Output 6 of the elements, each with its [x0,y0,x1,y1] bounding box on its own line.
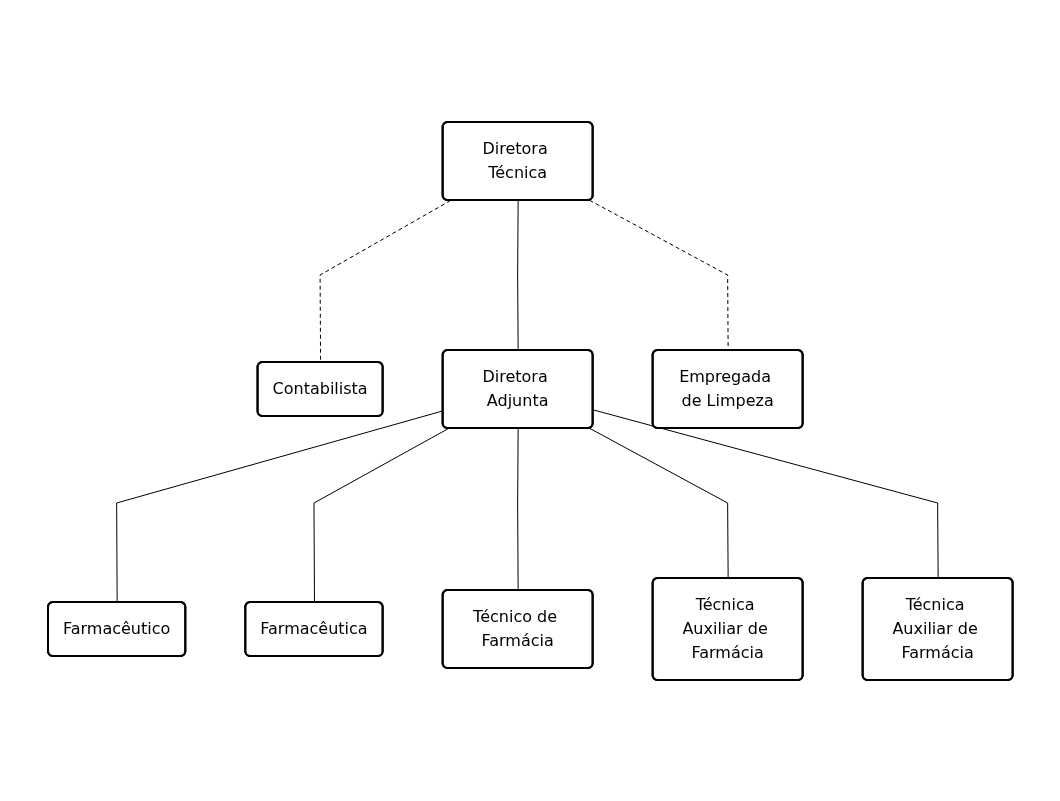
connector [313,427,449,603]
connector [588,427,729,579]
connector [319,199,451,363]
connector [592,408,939,579]
connector [516,199,519,351]
connector [516,427,519,591]
